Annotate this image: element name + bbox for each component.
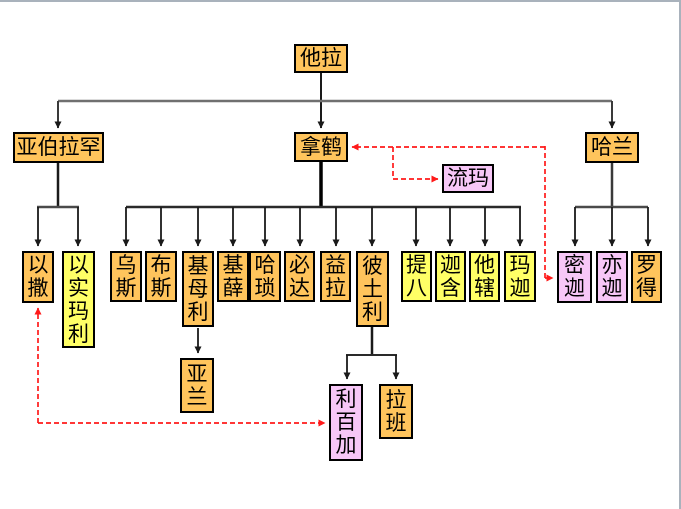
node-liuma: 流玛 <box>442 164 494 193</box>
window-border-top <box>0 0 681 2</box>
node-libaijia: 利百加 <box>329 384 363 461</box>
node-yabolahan: 亚伯拉罕 <box>13 132 104 163</box>
node-bituli: 彼土利 <box>356 251 389 327</box>
node-tala: 他拉 <box>294 44 348 73</box>
node-jiahan: 迦含 <box>435 251 466 302</box>
node-yisa: 以撒 <box>22 251 54 303</box>
node-busi: 布斯 <box>145 251 177 302</box>
node-bida: 必达 <box>284 251 315 302</box>
window-border-right <box>679 0 681 509</box>
node-tiba: 提八 <box>401 251 432 302</box>
node-yijia: 亦迦 <box>596 251 628 303</box>
node-yila: 益拉 <box>320 251 351 302</box>
node-wusi: 乌斯 <box>110 251 142 302</box>
node-taxia: 他辖 <box>469 251 500 302</box>
node-laban: 拉班 <box>379 384 413 439</box>
node-nahe: 拿鹤 <box>294 132 348 162</box>
node-hasuo: 哈琐 <box>249 251 281 302</box>
node-luode: 罗得 <box>631 251 662 303</box>
node-jixue: 基薛 <box>217 251 249 302</box>
node-halan: 哈兰 <box>585 132 639 163</box>
node-mijia: 密迦 <box>557 251 592 303</box>
node-yishimali: 以实玛利 <box>62 251 95 348</box>
node-majia: 玛迦 <box>504 251 536 302</box>
node-yalan: 亚兰 <box>180 358 214 413</box>
node-jimuli: 基母利 <box>182 251 214 327</box>
